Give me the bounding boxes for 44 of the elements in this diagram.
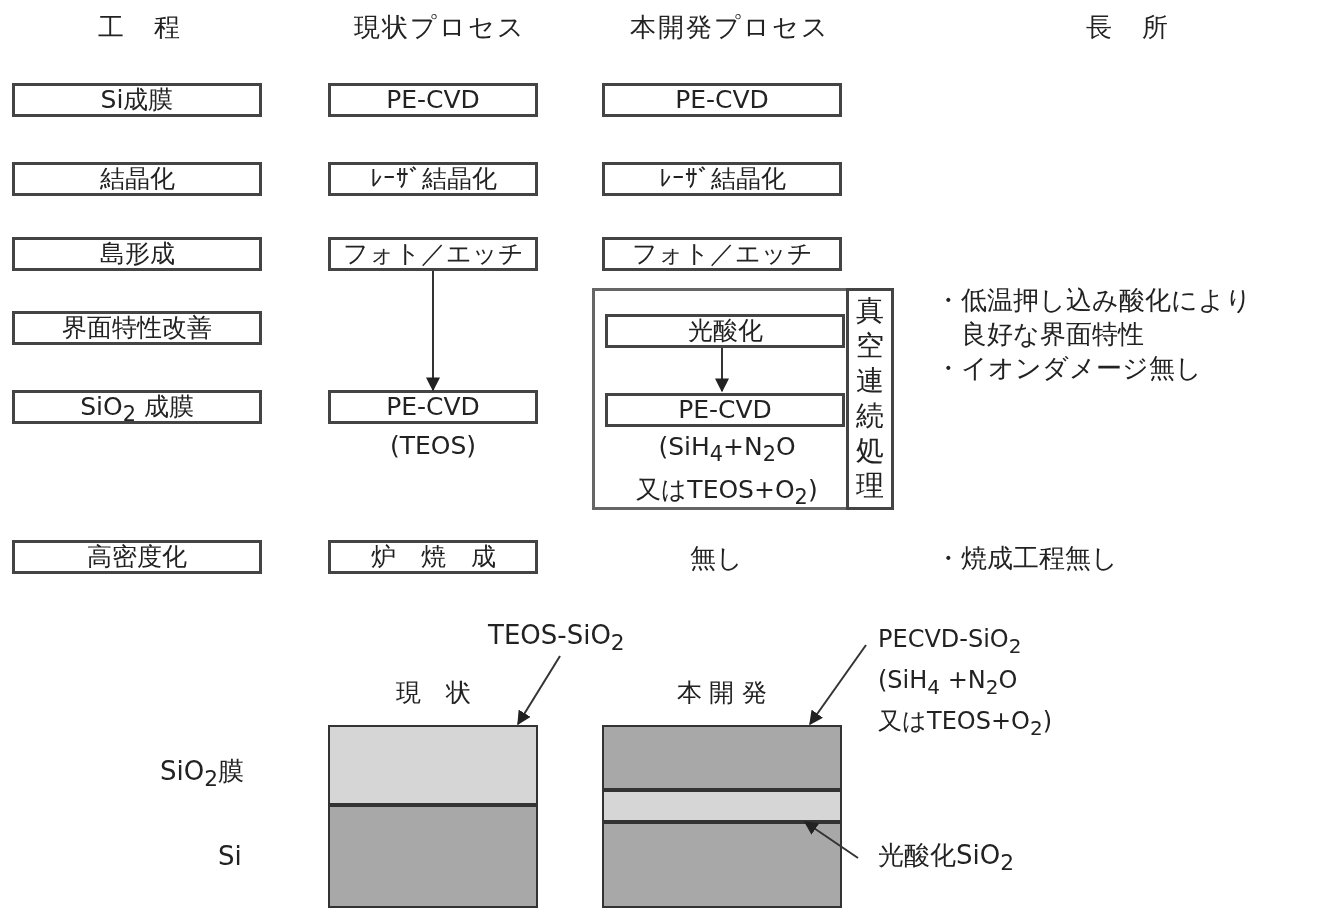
heading: 長 所 bbox=[1084, 11, 1171, 44]
arrow bbox=[426, 270, 440, 392]
formula-note: (TEOS) bbox=[388, 430, 478, 462]
leader-line bbox=[517, 655, 561, 726]
process-box: フォト／エッチ bbox=[328, 237, 538, 271]
advantage-note: ・低温押し込み酸化により良好な界面特性 bbox=[935, 284, 1253, 351]
process-box: PE-CVD bbox=[328, 390, 538, 424]
heading: 現状プロセス bbox=[353, 11, 527, 44]
oxide-layer bbox=[328, 725, 538, 805]
heading: 本開発プロセス bbox=[628, 11, 831, 44]
silicon-layer bbox=[328, 805, 538, 908]
process-box: PE-CVD bbox=[605, 393, 845, 427]
process-box: 界面特性改善 bbox=[12, 311, 262, 345]
process-box: SiO$_{2}$ 成膜 bbox=[12, 390, 262, 424]
group-label: 真空連続処理 bbox=[846, 288, 894, 510]
process-box: 高密度化 bbox=[12, 540, 262, 574]
process-box: ﾚｰｻﾞ結晶化 bbox=[602, 162, 842, 196]
layer-label: SiO$_{2}$膜 bbox=[160, 755, 245, 794]
process-box: 結晶化 bbox=[12, 162, 262, 196]
advantage-note: ・焼成工程無し bbox=[935, 542, 1119, 575]
process-box: PE-CVD bbox=[328, 83, 538, 117]
process-box: フォト／エッチ bbox=[602, 237, 842, 271]
leader-line bbox=[809, 644, 867, 726]
process-box: ﾚｰｻﾞ結晶化 bbox=[328, 162, 538, 196]
silicon-layer bbox=[602, 822, 842, 908]
column-caption: 本 開 発 bbox=[675, 677, 769, 709]
process-box: 光酸化 bbox=[605, 314, 845, 348]
group-frame bbox=[592, 288, 894, 510]
column-caption: 現 状 bbox=[394, 677, 472, 709]
process-box: Si成膜 bbox=[12, 83, 262, 117]
callout-label: 光酸化SiO$_{2}$ bbox=[878, 838, 1078, 874]
note: 無し bbox=[690, 542, 744, 575]
heading: 工 程 bbox=[97, 11, 183, 44]
process-box: 島形成 bbox=[12, 237, 262, 271]
process-box: 炉 焼 成 bbox=[328, 540, 538, 574]
advantage-note: ・イオンダメージ無し bbox=[935, 352, 1203, 385]
oxide-layer bbox=[602, 790, 842, 822]
callout-label: TEOS-SiO$_{2}$ bbox=[488, 618, 678, 654]
layer-label: Si bbox=[218, 840, 243, 873]
process-box: PE-CVD bbox=[602, 83, 842, 117]
formula-note: (SiH$_{4}$+N$_{2}$O 又はTEOS+O$_{2}$) bbox=[635, 431, 819, 505]
oxide-layer bbox=[602, 725, 842, 790]
leader-line bbox=[803, 821, 859, 859]
arrow bbox=[715, 347, 729, 393]
